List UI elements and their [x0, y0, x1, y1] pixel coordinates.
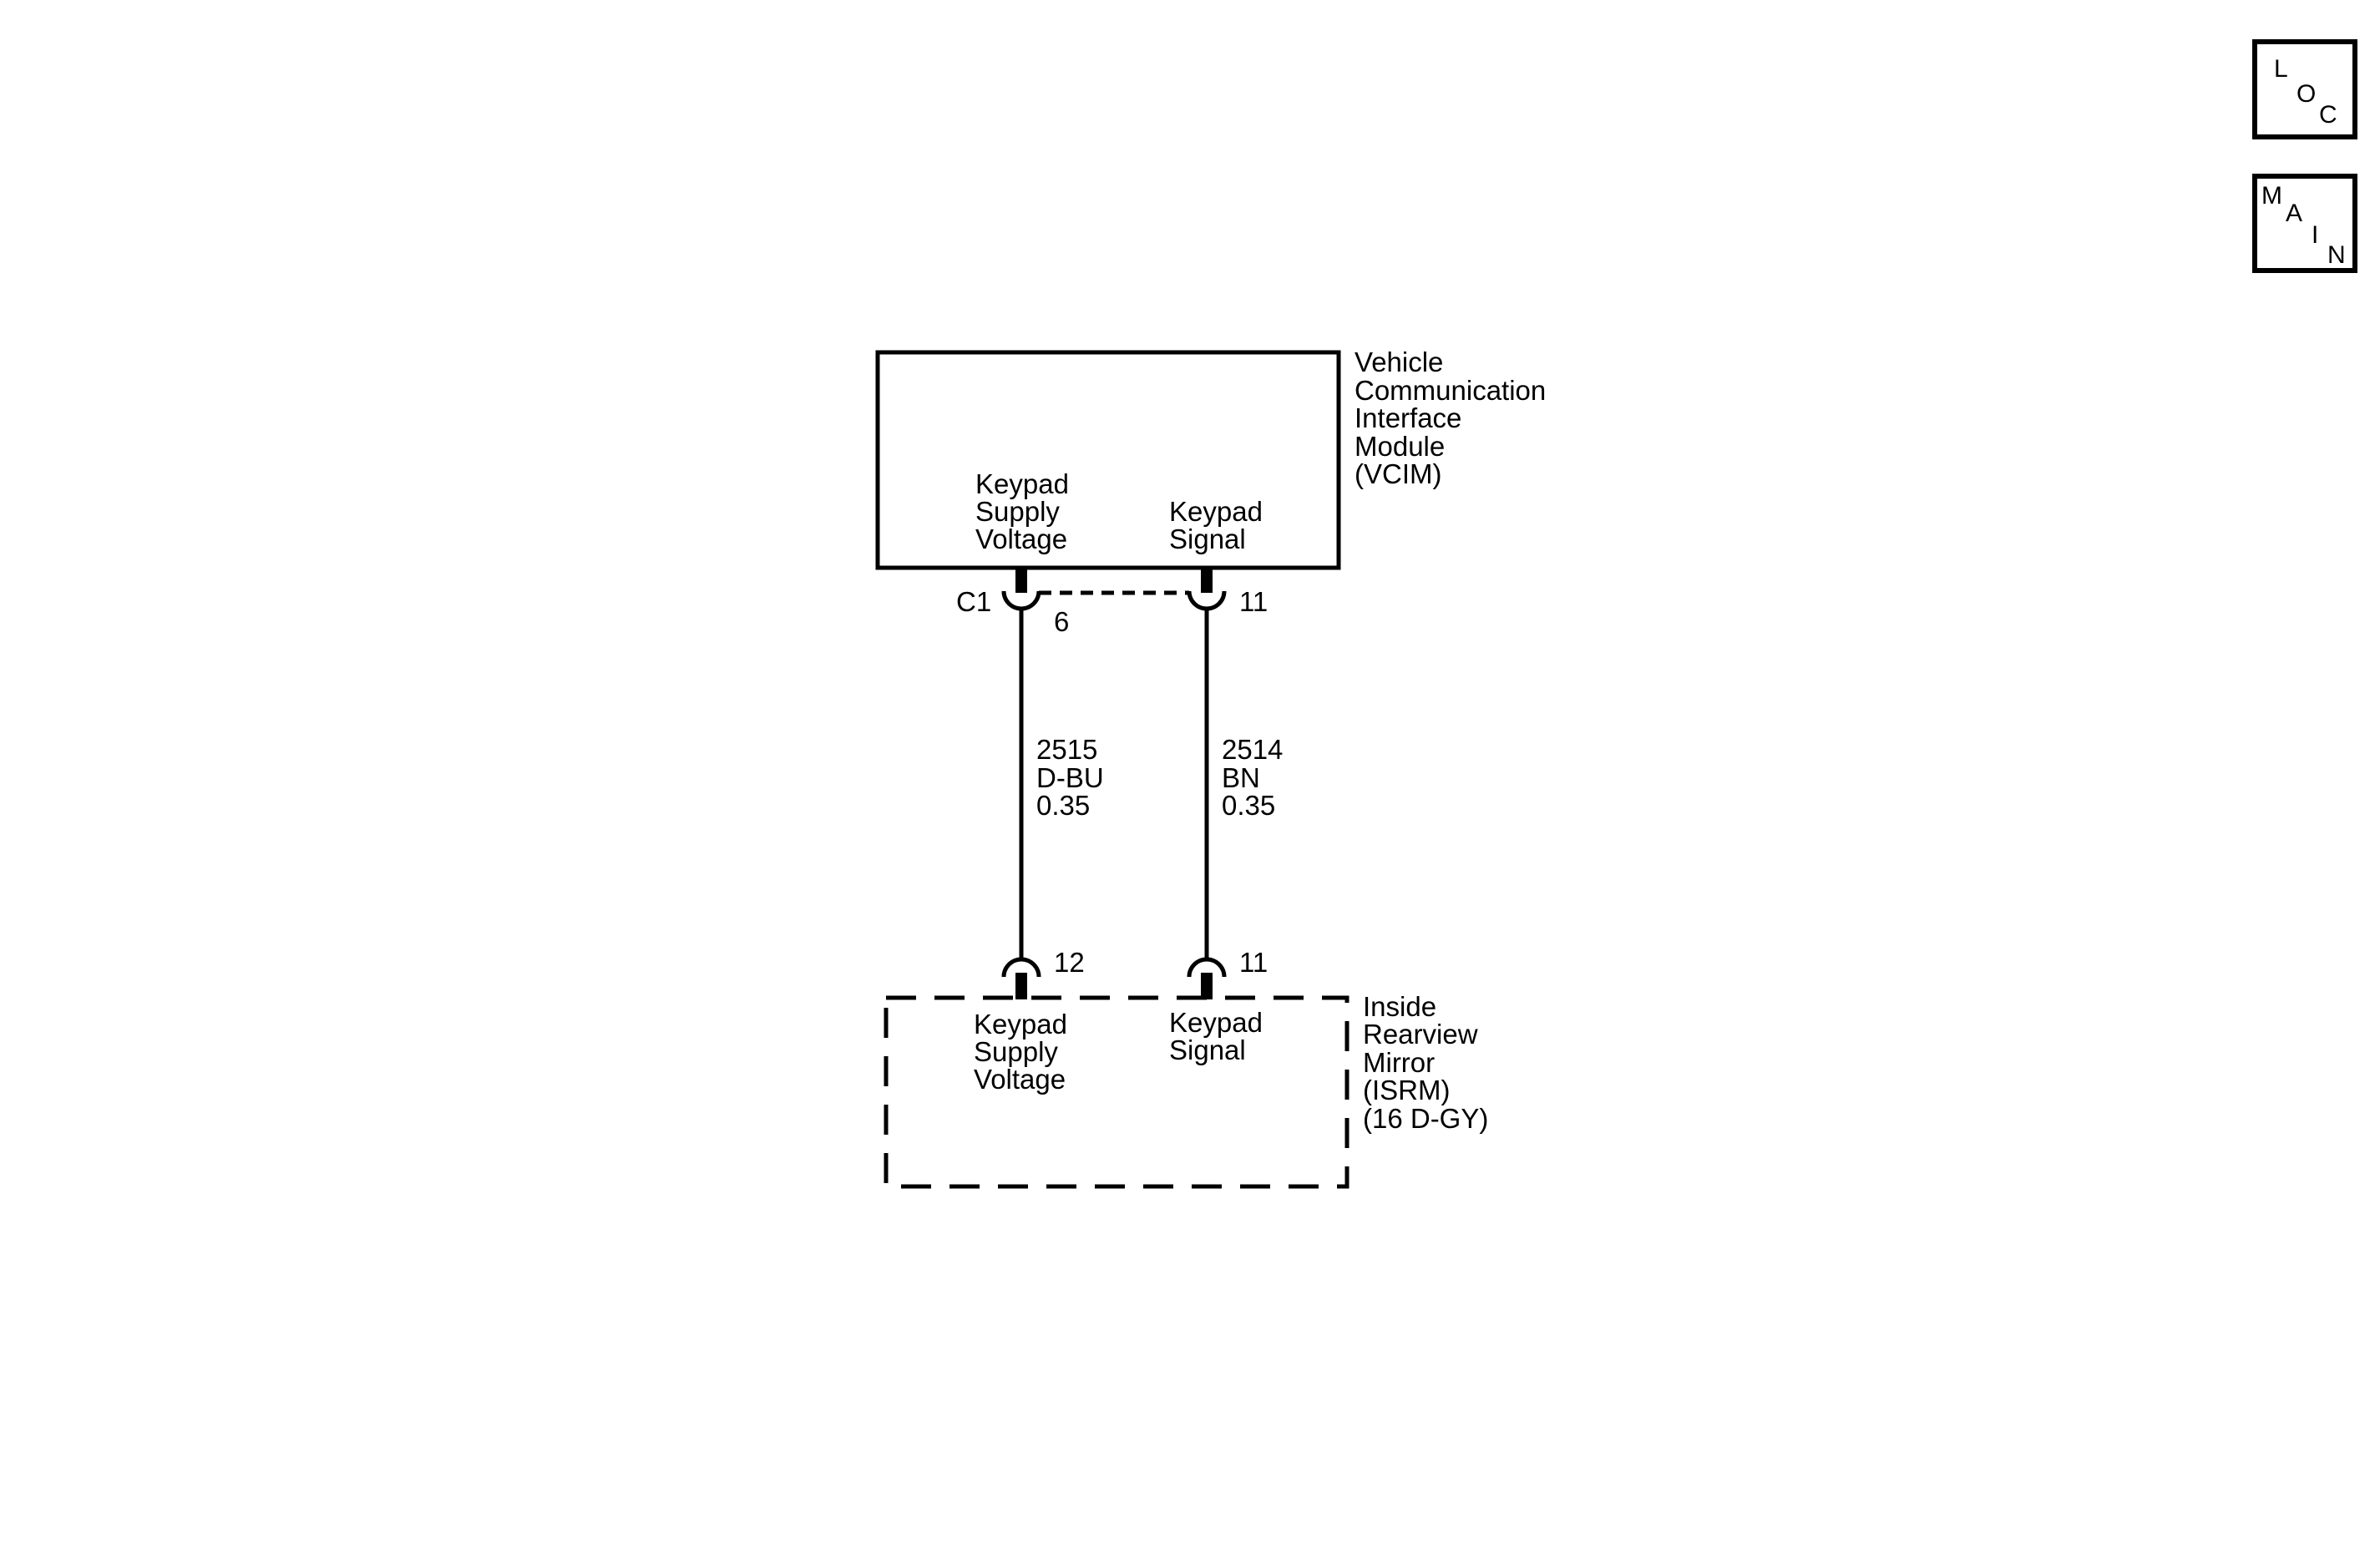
isrm-pin-label-signal: Keypad Signal: [1169, 1007, 1263, 1065]
wire-2515-label: 2515 D-BU 0.35: [1036, 734, 1104, 821]
svg-text:Mirror: Mirror: [1363, 1047, 1435, 1078]
svg-text:Module: Module: [1355, 431, 1445, 462]
vcim-pin-label-signal: Keypad Signal: [1169, 496, 1263, 554]
svg-text:Communication: Communication: [1355, 375, 1546, 406]
svg-text:Signal: Signal: [1169, 524, 1246, 554]
svg-text:2514: 2514: [1222, 734, 1283, 765]
main-letter-a: A: [2286, 200, 2302, 227]
main-button[interactable]: M A I N: [2252, 174, 2357, 273]
svg-text:Interface: Interface: [1355, 402, 1461, 433]
vcim-connector-left-cup: [1001, 590, 1041, 611]
loc-letter-c: C: [2319, 101, 2337, 129]
svg-text:2515: 2515: [1036, 734, 1097, 765]
svg-text:Keypad: Keypad: [974, 1009, 1067, 1040]
vcim-connector-right-cup: [1187, 590, 1227, 611]
isrm-pin-11-number: 11: [1239, 947, 1268, 978]
svg-text:Vehicle: Vehicle: [1355, 347, 1443, 377]
isrm-module-name: Inside Rearview Mirror (ISRM) (16 D-GY): [1363, 991, 1488, 1134]
svg-text:(ISRM): (ISRM): [1363, 1075, 1450, 1105]
svg-text:0.35: 0.35: [1222, 790, 1275, 821]
vcim-module-box: [875, 350, 1341, 570]
svg-text:(VCIM): (VCIM): [1355, 458, 1441, 489]
svg-text:Keypad: Keypad: [1169, 1007, 1263, 1038]
main-letter-m: M: [2261, 182, 2282, 210]
main-letter-i: I: [2312, 221, 2318, 249]
svg-text:Voltage: Voltage: [975, 524, 1067, 554]
vcim-module-name: Vehicle Communication Interface Module (…: [1355, 347, 1546, 489]
svg-text:Voltage: Voltage: [974, 1064, 1066, 1095]
loc-button[interactable]: L O C: [2252, 39, 2357, 139]
connector-c1-label: C1: [956, 586, 991, 617]
vcim-pin-label-supply: Keypad Supply Voltage: [975, 468, 1069, 554]
isrm-connector-right-cup: [1187, 957, 1227, 978]
vcim-pin-11-number: 11: [1239, 586, 1268, 617]
svg-text:BN: BN: [1222, 762, 1260, 793]
isrm-pin-12-number: 12: [1054, 947, 1085, 978]
svg-text:Signal: Signal: [1169, 1034, 1246, 1065]
svg-text:Keypad: Keypad: [975, 468, 1069, 499]
svg-text:0.35: 0.35: [1036, 790, 1090, 821]
svg-text:D-BU: D-BU: [1036, 762, 1104, 793]
vcim-pin-6-number: 6: [1054, 606, 1069, 637]
svg-text:Supply: Supply: [974, 1036, 1058, 1067]
isrm-pin-label-supply: Keypad Supply Voltage: [974, 1009, 1067, 1095]
isrm-terminal-left: [1015, 973, 1027, 999]
loc-letter-l: L: [2274, 55, 2288, 83]
isrm-terminal-right: [1201, 973, 1213, 999]
svg-text:(16 D-GY): (16 D-GY): [1363, 1103, 1488, 1134]
vcim-terminal-right: [1201, 566, 1213, 593]
svg-text:Supply: Supply: [975, 496, 1060, 527]
wire-2514-label: 2514 BN 0.35: [1222, 734, 1283, 821]
isrm-connector-left-cup: [1001, 957, 1041, 978]
loc-letter-o: O: [2296, 80, 2316, 108]
vcim-terminal-left: [1015, 566, 1027, 593]
svg-text:Keypad: Keypad: [1169, 496, 1263, 527]
svg-text:Inside: Inside: [1363, 991, 1436, 1022]
svg-text:Rearview: Rearview: [1363, 1019, 1478, 1050]
isrm-module-box: [884, 995, 1350, 1189]
main-letter-n: N: [2327, 241, 2346, 269]
